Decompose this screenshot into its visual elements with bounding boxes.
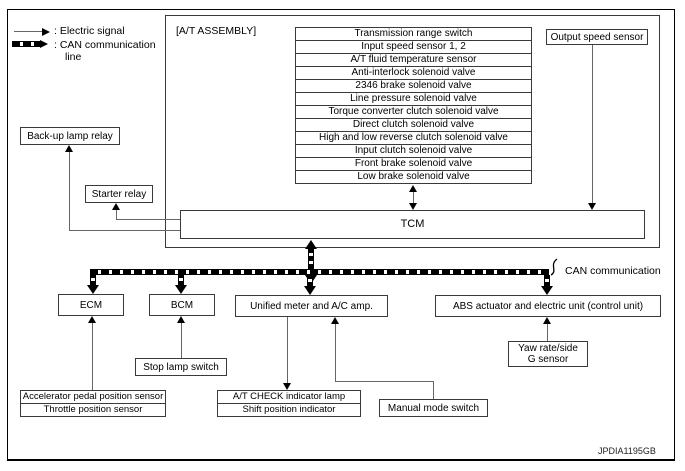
at-assembly-label: [A/T ASSEMBLY]: [176, 25, 257, 37]
stop-lamp-switch-label: Stop lamp switch: [143, 361, 219, 373]
components-tcm-arrow-up-icon: [409, 185, 417, 192]
backup-relay-vline: [69, 152, 70, 231]
yaw-sensor-label-line1: Yaw rate/side: [518, 343, 578, 354]
output-sensor-tcm-line: [592, 45, 593, 204]
output-speed-sensor-label: Output speed sensor: [550, 31, 644, 43]
legend-can-label-line2: line: [65, 51, 82, 63]
bcm-can-stub: [178, 275, 184, 286]
component-transmission-range-switch: Transmission range switch: [295, 27, 532, 41]
abs-unit-label: ABS actuator and electric unit (control …: [452, 300, 644, 312]
bcm-can-arrow-icon: [175, 285, 187, 294]
component-anti-interlock-valve: Anti-interlock solenoid valve: [295, 66, 532, 80]
bcm-input-arrow-icon: [177, 316, 185, 323]
at-check-arrow-icon: [283, 383, 291, 390]
component-2346-brake-valve: 2346 brake solenoid valve: [295, 79, 532, 93]
ecm-can-stub: [90, 275, 96, 286]
components-tcm-line: [413, 191, 414, 205]
at-check-lamp-row: A/T CHECK indicator lamp: [217, 390, 361, 404]
throttle-sensor-row: Throttle position sensor: [20, 403, 166, 417]
can-line-icon: [12, 41, 42, 47]
can-bus-label: CAN communication: [565, 265, 661, 277]
unified-meter-box: Unified meter and A/C amp.: [235, 295, 388, 317]
legend-electric-label: : Electric signal: [54, 25, 125, 37]
can-line-arrowhead-icon: [40, 40, 48, 48]
accel-sensor-stack: Accelerator pedal position sensor Thrott…: [20, 390, 166, 417]
starter-relay-label: Starter relay: [91, 188, 147, 200]
output-speed-sensor-box: Output speed sensor: [546, 29, 648, 45]
backup-relay-arrow-icon: [65, 145, 73, 152]
yaw-sensor-arrow-icon: [543, 317, 551, 324]
component-low-brake-valve: Low brake solenoid valve: [295, 170, 532, 184]
shift-position-row: Shift position indicator: [217, 403, 361, 417]
yaw-sensor-label-line2: G sensor: [527, 354, 569, 365]
can-brace-icon: [550, 258, 558, 276]
components-tcm-arrow-down-icon: [409, 203, 417, 210]
ecm-input-line: [92, 323, 93, 390]
unified-meter-label: Unified meter and A/C amp.: [250, 300, 373, 312]
ecm-input-arrow-icon: [88, 316, 96, 323]
at-check-stack: A/T CHECK indicator lamp Shift position …: [217, 390, 361, 417]
abs-unit-box: ABS actuator and electric unit (control …: [435, 295, 661, 317]
at-check-line: [287, 317, 288, 384]
backup-lamp-relay-label: Back-up lamp relay: [27, 130, 113, 142]
component-line-pressure-valve: Line pressure solenoid valve: [295, 92, 532, 106]
ecm-can-arrow-icon: [87, 285, 99, 294]
assembly-component-list: Transmission range switch Input speed se…: [295, 27, 532, 184]
component-high-low-reverse-valve: High and low reverse clutch solenoid val…: [295, 131, 532, 145]
tcm-can-arrow-up-icon: [305, 240, 317, 249]
ecm-label: ECM: [79, 299, 103, 311]
abs-can-arrow-icon: [541, 286, 553, 295]
electric-signal-arrowhead-icon: [42, 28, 50, 36]
unified-meter-can-arrow-icon: [304, 286, 316, 295]
backup-relay-hline: [69, 230, 180, 231]
bcm-input-line: [181, 323, 182, 358]
yaw-sensor-line: [547, 324, 548, 341]
component-fluid-temp-sensor: A/T fluid temperature sensor: [295, 53, 532, 67]
component-front-brake-valve: Front brake solenoid valve: [295, 157, 532, 171]
component-input-speed-sensor: Input speed sensor 1, 2: [295, 40, 532, 54]
output-sensor-tcm-arrow-icon: [588, 203, 596, 210]
ecm-box: ECM: [58, 294, 124, 316]
backup-lamp-relay-box: Back-up lamp relay: [20, 127, 120, 145]
component-input-clutch-valve: Input clutch solenoid valve: [295, 144, 532, 158]
starter-relay-arrow-icon: [112, 203, 120, 210]
starter-relay-hline: [116, 219, 180, 220]
abs-can-stub: [544, 275, 550, 287]
tcm-label: TCM: [400, 218, 425, 231]
starter-relay-vline: [116, 210, 117, 220]
stop-lamp-switch-box: Stop lamp switch: [135, 358, 227, 376]
legend-can-label: : CAN communication: [54, 39, 156, 51]
component-torque-converter-valve: Torque converter clutch solenoid valve: [295, 105, 532, 119]
manual-mode-hline: [335, 381, 434, 382]
manual-mode-switch-label: Manual mode switch: [387, 402, 480, 414]
can-bus-line: [90, 269, 549, 275]
manual-mode-switch-box: Manual mode switch: [379, 399, 488, 417]
yaw-sensor-box: Yaw rate/side G sensor: [508, 341, 588, 367]
manual-mode-arrow-icon: [331, 317, 339, 324]
tcm-box: TCM: [180, 210, 645, 239]
accel-pedal-sensor-row: Accelerator pedal position sensor: [20, 390, 166, 404]
electric-signal-line-icon: [14, 31, 44, 32]
manual-mode-vline1: [335, 324, 336, 382]
bcm-label: BCM: [170, 299, 194, 311]
unified-meter-can-stub: [307, 275, 313, 287]
tcm-can-stub: [308, 249, 314, 269]
manual-mode-vline2: [433, 381, 434, 399]
figure-code: JPDIA1195GB: [598, 446, 656, 456]
component-direct-clutch-valve: Direct clutch solenoid valve: [295, 118, 532, 132]
bcm-box: BCM: [149, 294, 215, 316]
starter-relay-box: Starter relay: [85, 185, 153, 203]
